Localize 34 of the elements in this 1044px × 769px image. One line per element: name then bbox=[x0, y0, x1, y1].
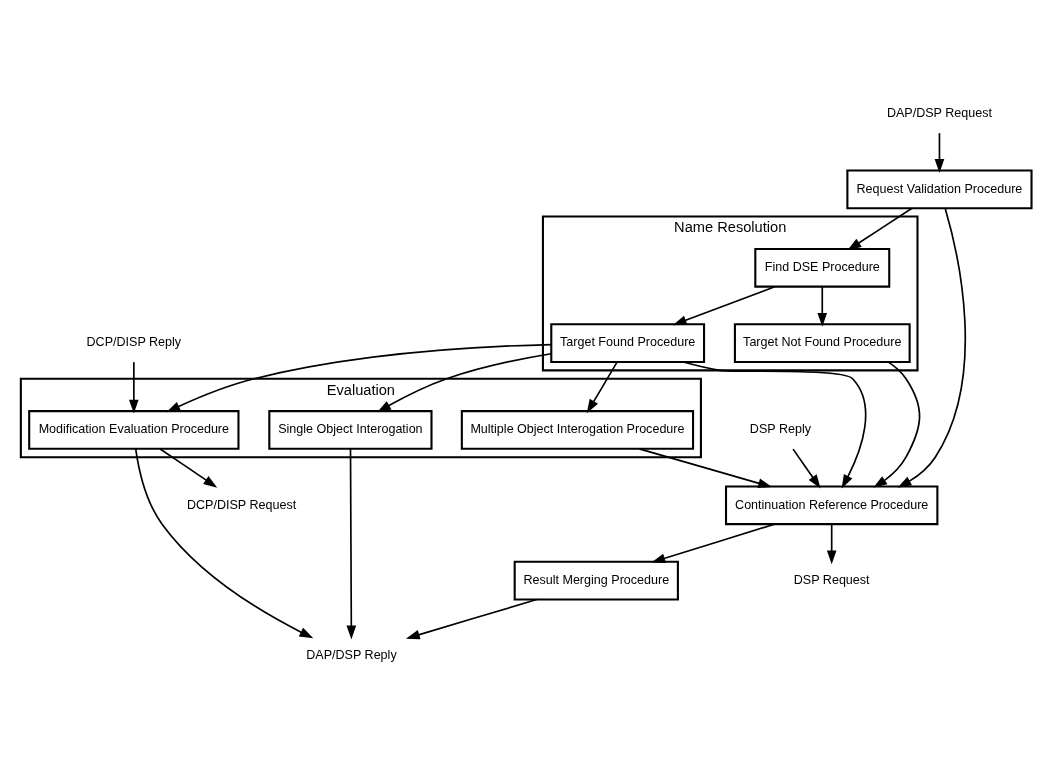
arrow bbox=[166, 343, 552, 412]
arrow bbox=[672, 285, 776, 325]
node-box: Single Object Interogation bbox=[268, 409, 433, 450]
arrow bbox=[638, 447, 772, 488]
arrow bbox=[134, 447, 314, 638]
node-text: DCP/DISP Reply bbox=[86, 334, 182, 349]
arrow bbox=[817, 285, 828, 327]
arrow bbox=[682, 360, 867, 488]
arrow bbox=[792, 447, 821, 488]
arrow bbox=[651, 522, 776, 563]
node-box: Modification Evaluation Procedure bbox=[28, 409, 240, 450]
arrow bbox=[847, 206, 913, 250]
arrow bbox=[405, 598, 538, 639]
node-box: Continuation Reference Procedure bbox=[724, 484, 939, 525]
node-box: Target Not Found Procedure bbox=[733, 322, 911, 363]
node-box: Result Merging Procedure bbox=[513, 560, 679, 601]
node-text: DSP Request bbox=[793, 572, 870, 587]
node-box: Request Validation Procedure bbox=[846, 168, 1033, 209]
arrow bbox=[897, 207, 967, 488]
node-text: DSP Reply bbox=[749, 421, 811, 436]
node-text: DCP/DISP Request bbox=[186, 497, 297, 512]
node-box: Target Found Procedure bbox=[550, 322, 706, 363]
arrow bbox=[873, 360, 921, 488]
arrow bbox=[377, 352, 552, 412]
node-text: DAP/DSP Reply bbox=[306, 647, 397, 662]
node-box: Multiple Object Interogation Procedure bbox=[460, 409, 695, 450]
node-text: DAP/DSP Request bbox=[886, 105, 992, 120]
node-box: Find DSE Procedure bbox=[754, 247, 891, 288]
arrow bbox=[826, 523, 837, 564]
arrow bbox=[346, 447, 357, 639]
arrow bbox=[586, 360, 618, 413]
arrow bbox=[934, 131, 945, 173]
arrow bbox=[159, 447, 218, 488]
arrow bbox=[129, 360, 139, 414]
